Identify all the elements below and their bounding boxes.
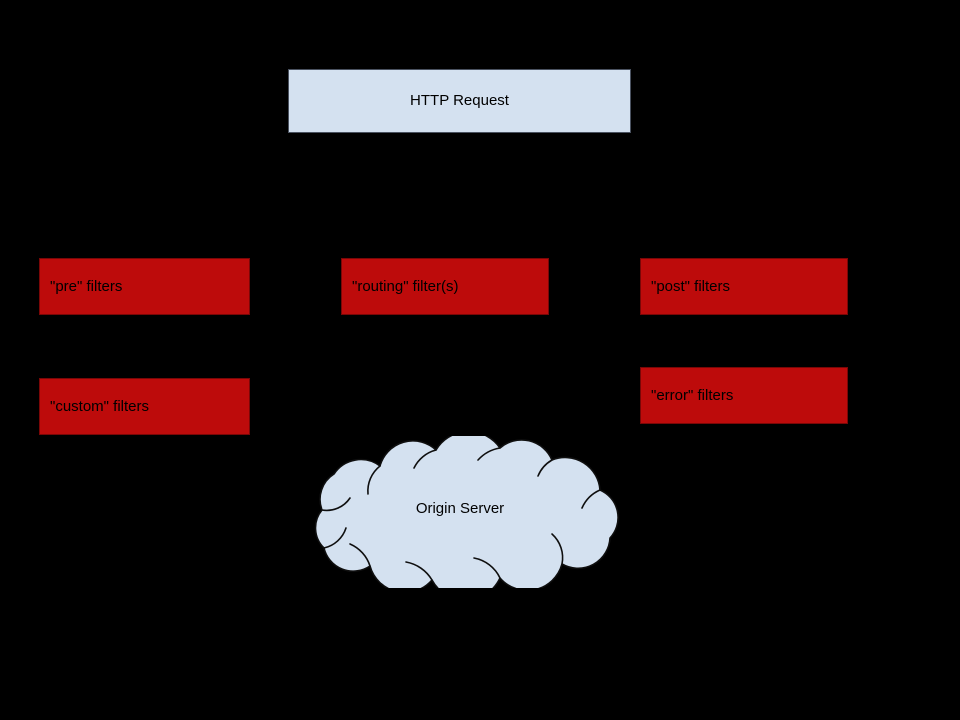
node-http-request-label: HTTP Request (410, 92, 509, 109)
node-routing-filters-label: "routing" filter(s) (352, 277, 459, 295)
node-origin-server-label: Origin Server (415, 499, 505, 517)
node-http-request[interactable]: HTTP Request (288, 69, 631, 133)
node-pre-filters-label: "pre" filters (50, 277, 123, 295)
node-routing-filters[interactable]: "routing" filter(s) (341, 258, 549, 315)
node-pre-filters[interactable]: "pre" filters (39, 258, 250, 315)
cloud-icon (314, 436, 619, 588)
node-custom-filters-label: "custom" filters (50, 397, 150, 415)
node-post-filters[interactable]: "post" filters (640, 258, 848, 315)
node-custom-filters[interactable]: "custom" filters (39, 378, 250, 435)
node-error-filters-label: "error" filters (651, 386, 734, 404)
node-origin-server[interactable]: Origin Server (284, 436, 636, 588)
node-error-filters[interactable]: "error" filters (640, 367, 848, 424)
node-post-filters-label: "post" filters (651, 277, 731, 295)
